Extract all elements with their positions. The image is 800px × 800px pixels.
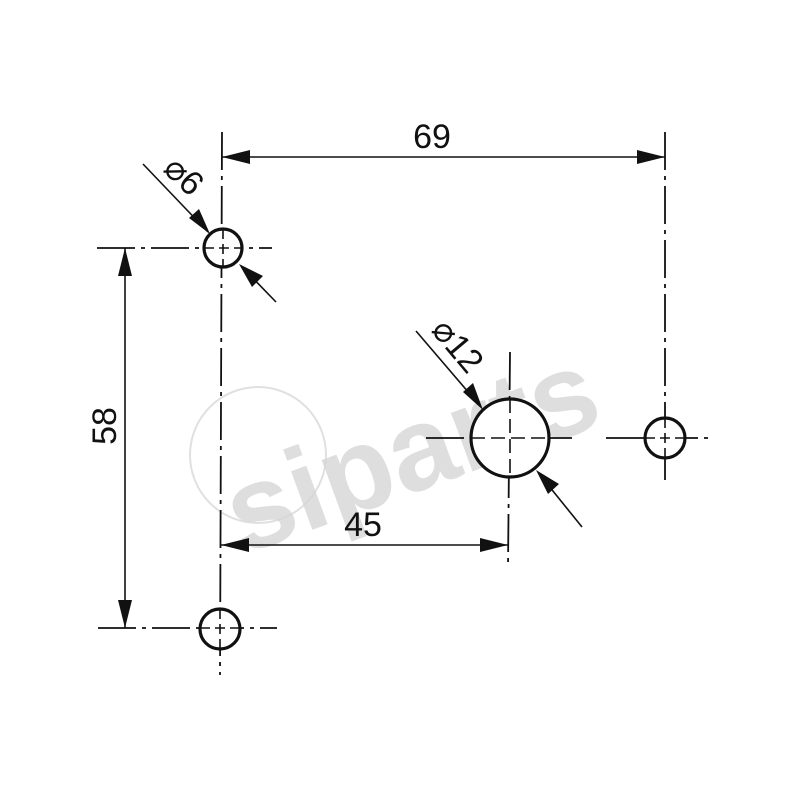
- dim-58-arrow-top: [118, 248, 132, 276]
- dia-6-arrow-in: [189, 209, 210, 234]
- watermark-circle: [189, 386, 327, 524]
- diameter-6-callout: ⌀6: [142, 149, 277, 303]
- dim-69-arrow-right: [637, 150, 665, 164]
- dia-6-label: ⌀6: [156, 149, 211, 204]
- dim-45-arrow-right: [480, 538, 508, 552]
- left-vertical-centerline: [219, 131, 223, 676]
- dia-12-arrow-in: [463, 383, 483, 410]
- dim-69-label: 69: [413, 118, 451, 156]
- holes: [198, 227, 687, 651]
- dim-58-label: 58: [86, 407, 124, 445]
- dia-12-arrow-out: [536, 470, 559, 494]
- watermark-text: siparts: [207, 323, 616, 579]
- dimension-58: 58: [86, 248, 132, 628]
- dim-58-arrow-bottom: [118, 600, 132, 628]
- dimension-69: 69: [222, 118, 665, 164]
- dim-45-arrow-left: [221, 538, 249, 552]
- dim-69-arrow-left: [222, 150, 250, 164]
- dim-45-label: 45: [344, 506, 382, 544]
- watermark: siparts: [189, 323, 616, 579]
- dimension-45: 45: [221, 506, 508, 552]
- dia-6-arrow-out: [239, 264, 263, 287]
